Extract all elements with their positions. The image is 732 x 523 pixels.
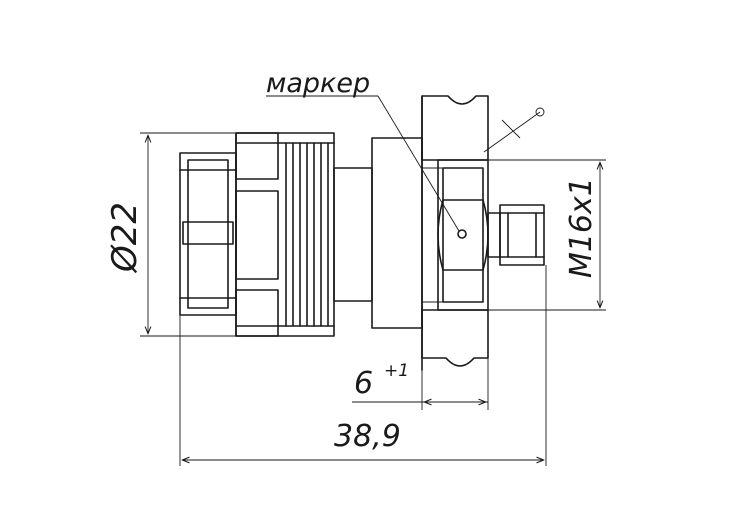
roughness-symbol [483,107,545,153]
dim-depth-label: 6 [354,366,373,401]
dim-thread: M16x1 [488,159,606,311]
dim-diameter-label: Ø22 [105,202,145,274]
knurl-lines [285,142,329,327]
dim-overall-length-label: 38,9 [334,419,401,454]
connector-coupling-body [179,132,423,337]
dim-overall-length: 38,9 [179,265,547,466]
dim-thread-label: M16x1 [564,177,599,278]
dim-depth: 6 +1 [352,358,489,410]
rear-contact [487,204,545,266]
marker-callout: маркер [266,68,460,232]
dim-depth-tolerance: +1 [384,361,409,381]
panel-section [421,95,489,371]
dim-diameter: Ø22 [105,132,236,337]
marker-label: маркер [266,68,370,99]
panel-hex-nut [422,159,489,311]
marker-dot [457,229,467,239]
